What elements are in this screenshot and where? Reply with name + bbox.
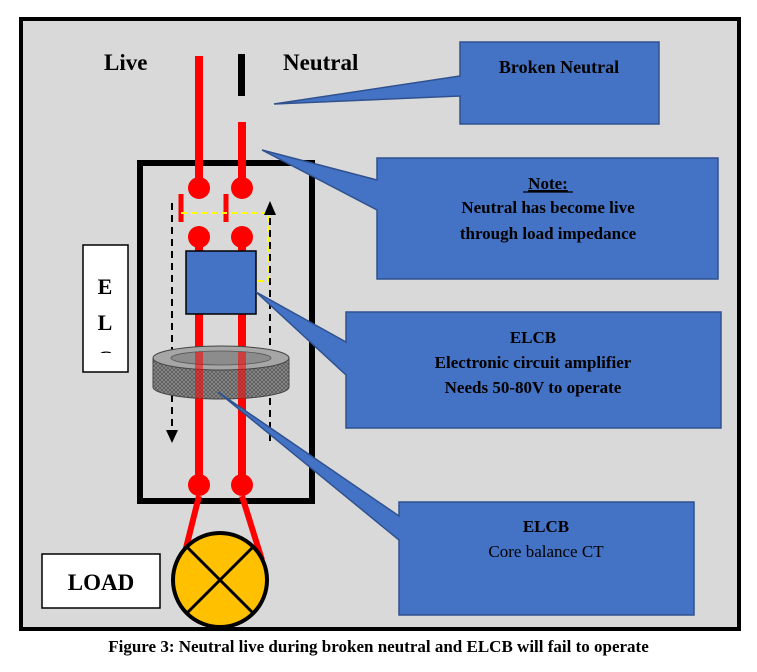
live-wire-through-ct (195, 352, 203, 402)
core-balance-ct (152, 345, 290, 400)
callout-core-ct-line2: Core balance CT (488, 542, 604, 561)
live-wire-upper (195, 56, 203, 188)
load-label-box (41, 553, 161, 609)
callout-core-ct: ELCB Core balance CT (217, 391, 695, 616)
downward-current-arrowhead (166, 430, 178, 443)
callout-note-line2: through load impedance (460, 224, 637, 243)
load-lead-neutral (239, 495, 265, 561)
live-label: Live (104, 50, 147, 75)
broken-neutral-stub (238, 54, 245, 96)
callout-amplifier: ELCB Electronic circuit amplifier Needs … (255, 291, 722, 429)
callout-core-ct-line1: ELCB (523, 517, 569, 536)
neutral-contact-bottom (231, 226, 253, 248)
callout-note-heading: Note: (528, 174, 568, 193)
callout-broken-neutral-text: Broken Neutral (499, 57, 619, 77)
elcb-side-label-mask (84, 353, 127, 371)
elcb-side-label-box (82, 244, 129, 373)
elcb-letter-l: L (98, 310, 113, 335)
neutral-label: Neutral (283, 50, 358, 75)
leakage-path-dashed (181, 212, 269, 282)
neutral-contact-top (231, 177, 253, 199)
callout-note: Note: Neutral has become live through lo… (261, 149, 719, 280)
upward-current-arrowhead (264, 201, 276, 215)
live-contact-bottom (188, 226, 210, 248)
neutral-wire-upper (238, 122, 246, 188)
callout-amplifier-line1: ELCB (510, 328, 556, 347)
elcb-letter-e: E (98, 274, 113, 299)
load-label: LOAD (68, 570, 134, 595)
figure-caption: Figure 3: Neutral live during broken neu… (108, 637, 649, 656)
callout-broken-neutral: Broken Neutral (273, 41, 660, 125)
load-lamp-icon (171, 531, 269, 629)
live-contact-top (188, 177, 210, 199)
neutral-wire-through-ct (238, 352, 246, 402)
live-terminal-bottom (188, 474, 210, 496)
neutral-terminal-bottom (231, 474, 253, 496)
callout-note-line1: Neutral has become live (461, 198, 635, 217)
callout-amplifier-line3: Needs 50-80V to operate (445, 378, 622, 397)
amplifier-box (185, 250, 257, 315)
callout-amplifier-line2: Electronic circuit amplifier (435, 353, 632, 372)
